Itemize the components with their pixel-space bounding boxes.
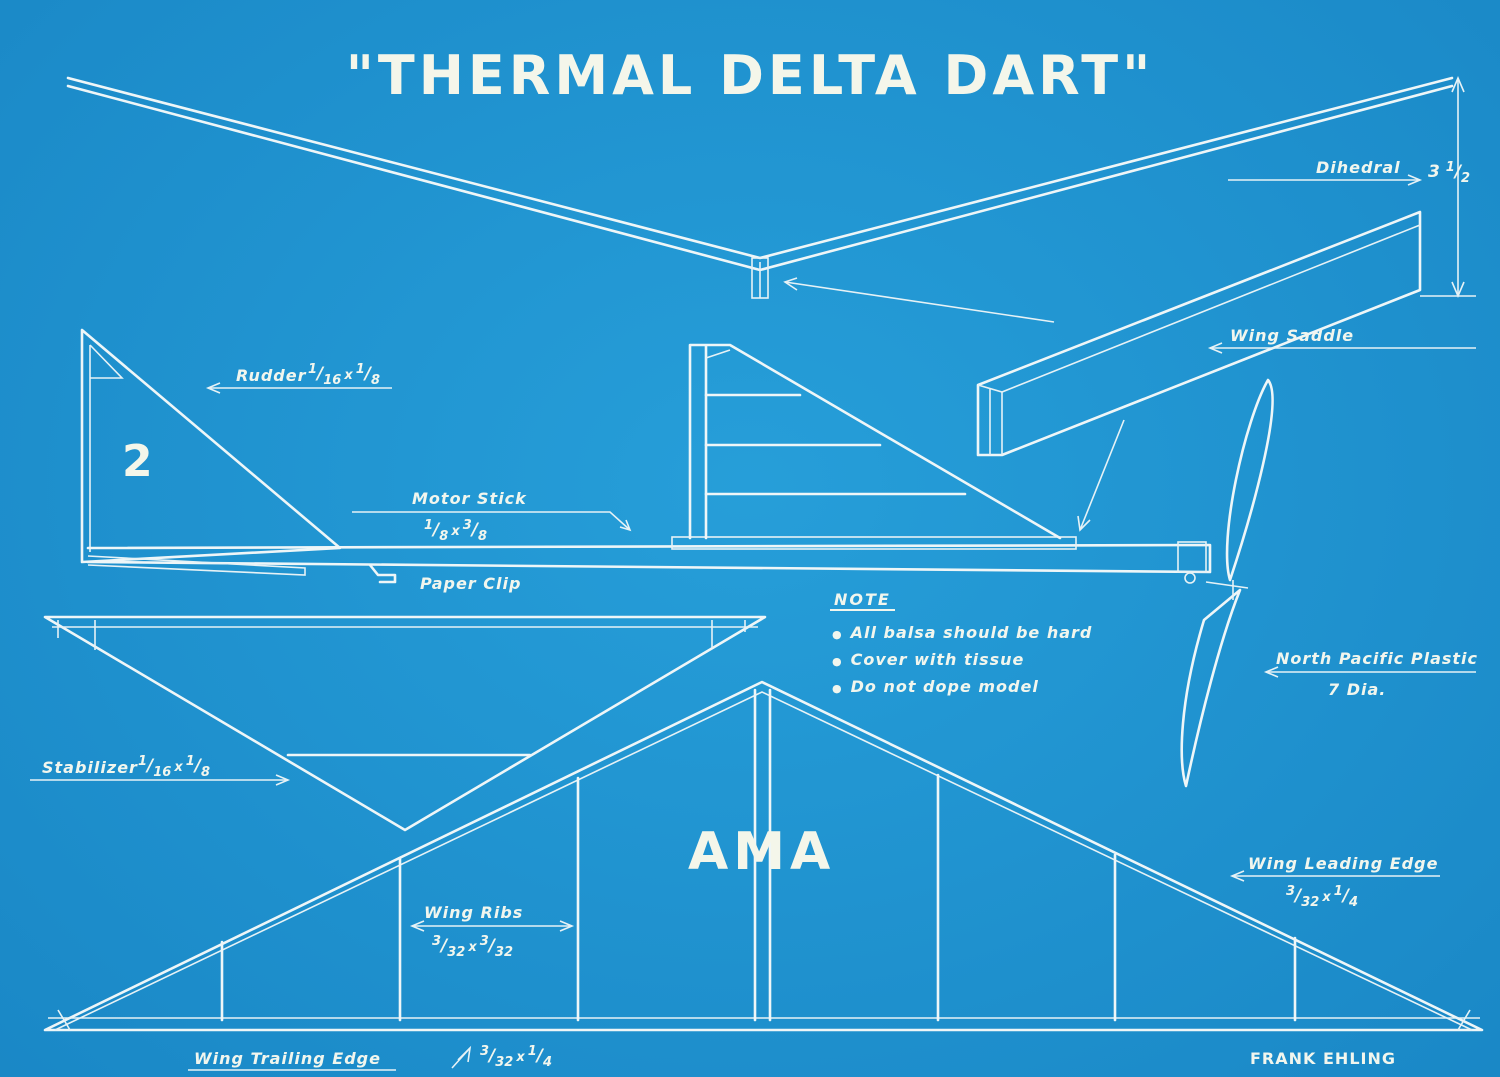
author-name: FRANK EHLING [1250,1049,1396,1068]
propeller-label: North Pacific Plastic [1276,649,1478,668]
rudder-label: Rudder [236,366,307,385]
stabilizer-part [30,615,767,832]
wing-ribs-label: Wing Ribs [424,903,524,922]
paper-clip-label: Paper Clip [420,574,522,593]
dihedral-label: Dihedral [1316,158,1401,177]
wing-dihedral-view [66,76,1454,299]
note-item: Do not dope model [818,673,1092,700]
note-item: Cover with tissue [818,646,1092,673]
propeller-part [1180,378,1476,788]
stabilizer-label: Stabilizer [42,758,138,777]
rudder-part [80,328,392,564]
note-item: All balsa should be hard [818,619,1092,646]
propeller-size: 7 Dia. [1328,680,1387,699]
sheet-number: 2 [122,436,153,487]
leading-edge-label: Wing Leading Edge [1248,854,1439,873]
wing-saddle-label: Wing Saddle [1230,326,1355,345]
motor-stick-part [86,343,1249,589]
motor-stick-label: Motor Stick [412,489,527,508]
page-title: "THERMAL DELTA DART" [345,44,1155,107]
ama-watermark: AMA [688,822,836,882]
trailing-edge-label: Wing Trailing Edge [194,1049,381,1068]
wing-saddle-part [783,210,1476,532]
wing-plan-part [43,680,1484,1071]
note-list: All balsa should be hard Cover with tiss… [818,619,1092,700]
dihedral-value: 3 1/2 [1428,160,1471,186]
note-title: NOTE [830,590,895,611]
dihedral-dimension [1228,75,1476,299]
note-box: NOTE All balsa should be hard Cover with… [818,590,1092,700]
